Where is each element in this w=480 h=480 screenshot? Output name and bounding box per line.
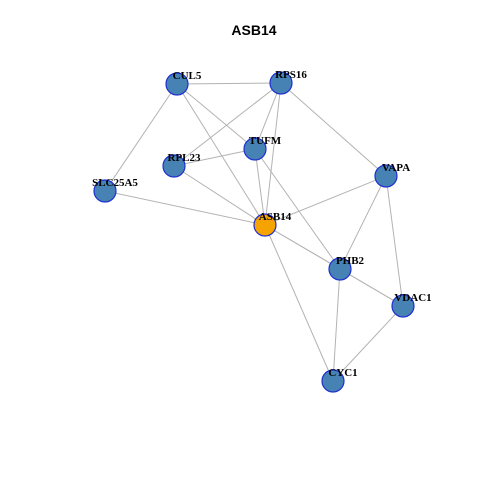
node-circle-asb14: [253, 213, 277, 237]
node-slc25a5: SLC25A5: [92, 177, 138, 203]
node-label-rps16: RPS16: [275, 69, 307, 81]
node-circle-rps16: [269, 71, 293, 95]
node-tufm: TUFM: [243, 135, 282, 161]
node-label-cyc1: CYC1: [328, 367, 357, 379]
node-circle-vdac1: [391, 294, 415, 318]
edge-rps16-tufm: [254, 82, 282, 150]
node-label-slc25a5: SLC25A5: [92, 177, 138, 189]
node-rpl23: RPL23: [162, 152, 202, 178]
edge-cul5-asb14: [176, 83, 266, 226]
edge-vdac1-cyc1: [332, 305, 404, 382]
edge-vapa-vdac1: [385, 175, 404, 307]
node-label-vdac1: VDAC1: [394, 292, 431, 304]
edge-vapa-asb14: [264, 175, 387, 226]
edge-rps16-asb14: [264, 82, 282, 226]
node-circle-vapa: [374, 164, 398, 188]
edge-cul5-rps16: [176, 82, 282, 85]
edge-cul5-tufm: [176, 83, 256, 150]
node-circle-slc25a5: [93, 179, 117, 203]
node-label-phb2: PHB2: [336, 255, 365, 267]
edge-vapa-phb2: [339, 175, 387, 270]
edge-rpl23-asb14: [173, 165, 266, 226]
node-circle-cyc1: [321, 369, 345, 393]
node-vdac1: VDAC1: [391, 292, 432, 318]
edge-rps16-rpl23: [173, 82, 282, 167]
edge-tufm-phb2: [254, 148, 341, 270]
edge-tufm-asb14: [254, 148, 266, 226]
node-rps16: RPS16: [269, 69, 307, 95]
node-asb14: ASB14: [253, 211, 292, 237]
node-label-tufm: TUFM: [249, 135, 282, 147]
node-circle-tufm: [243, 137, 267, 161]
edge-rps16-vapa: [280, 82, 387, 177]
node-label-vapa: VAPA: [382, 162, 410, 174]
node-label-rpl23: RPL23: [168, 152, 202, 164]
node-circle-cul5: [165, 72, 189, 96]
edge-phb2-cyc1: [332, 268, 341, 382]
node-label-cul5: CUL5: [173, 70, 202, 82]
node-cul5: CUL5: [165, 70, 202, 96]
graph-title: ASB14: [231, 22, 276, 38]
node-label-asb14: ASB14: [259, 211, 292, 223]
edge-phb2-vdac1: [339, 268, 404, 307]
node-phb2: PHB2: [328, 255, 365, 281]
edge-slc25a5-asb14: [104, 190, 266, 226]
node-vapa: VAPA: [374, 162, 410, 188]
node-circle-phb2: [328, 257, 352, 281]
edge-cul5-slc25a5: [104, 83, 178, 192]
node-cyc1: CYC1: [321, 367, 358, 393]
edge-asb14-cyc1: [264, 224, 334, 382]
edge-tufm-rpl23: [173, 148, 256, 167]
node-circle-rpl23: [162, 154, 186, 178]
